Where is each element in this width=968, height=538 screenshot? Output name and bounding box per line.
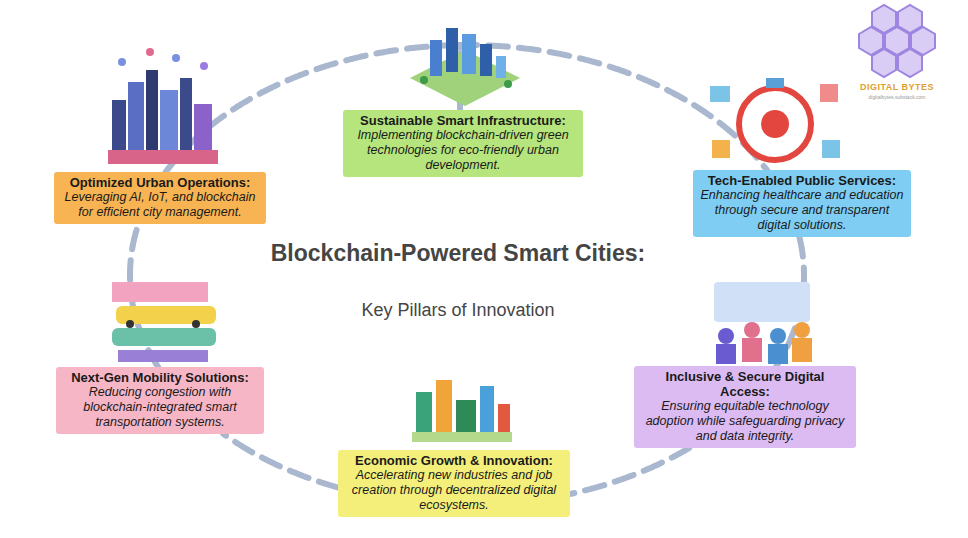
pillar-box: Optimized Urban Operations:Leveraging AI… [54, 172, 266, 224]
isometric-city-illustration [410, 28, 520, 106]
pillar-description: Reducing congestion with blockchain-inte… [62, 385, 258, 430]
diagram-subtitle: Key Pillars of Innovation [361, 300, 554, 321]
logo-hexagons [859, 5, 935, 77]
mobility-illustration [112, 282, 216, 362]
ring-connector [570, 448, 690, 494]
watermark-url: digitalbytes.substack.com [869, 94, 926, 100]
economy-illustration [412, 380, 512, 442]
pillar-description: Implementing blockchain-driven green tec… [349, 128, 577, 173]
watermark-brand: DIGITAL BYTES [860, 82, 934, 92]
pillar-heading: Inclusive & Secure Digital Access: [640, 369, 850, 399]
pillar-box: Next-Gen Mobility Solutions:Reducing con… [56, 367, 264, 434]
people-illustration [714, 282, 812, 364]
pillar-description: Enhancing healthcare and education throu… [699, 188, 905, 233]
pillar-heading: Sustainable Smart Infrastructure: [349, 113, 577, 128]
pillar-heading: Economic Growth & Innovation: [344, 453, 564, 468]
ring-connector [223, 434, 338, 488]
pillar-description: Accelerating new industries and job crea… [344, 468, 564, 513]
pillar-box: Inclusive & Secure Digital Access:Ensuri… [634, 366, 856, 448]
pillar-heading: Next-Gen Mobility Solutions: [62, 370, 258, 385]
pillar-box: Tech-Enabled Public Services:Enhancing h… [693, 170, 911, 237]
pillar-heading: Tech-Enabled Public Services: [699, 173, 905, 188]
diagram-title: Blockchain-Powered Smart Cities: [271, 240, 646, 267]
pillar-description: Leveraging AI, IoT, and blockchain for e… [60, 190, 260, 220]
pillar-description: Ensuring equitable technology adoption w… [640, 399, 850, 444]
city-skyline-illustration [108, 48, 218, 164]
public-services-illustration [710, 78, 840, 160]
pillar-box: Sustainable Smart Infrastructure:Impleme… [343, 110, 583, 177]
pillar-box: Economic Growth & Innovation:Acceleratin… [338, 450, 570, 517]
pillar-heading: Optimized Urban Operations: [60, 175, 260, 190]
